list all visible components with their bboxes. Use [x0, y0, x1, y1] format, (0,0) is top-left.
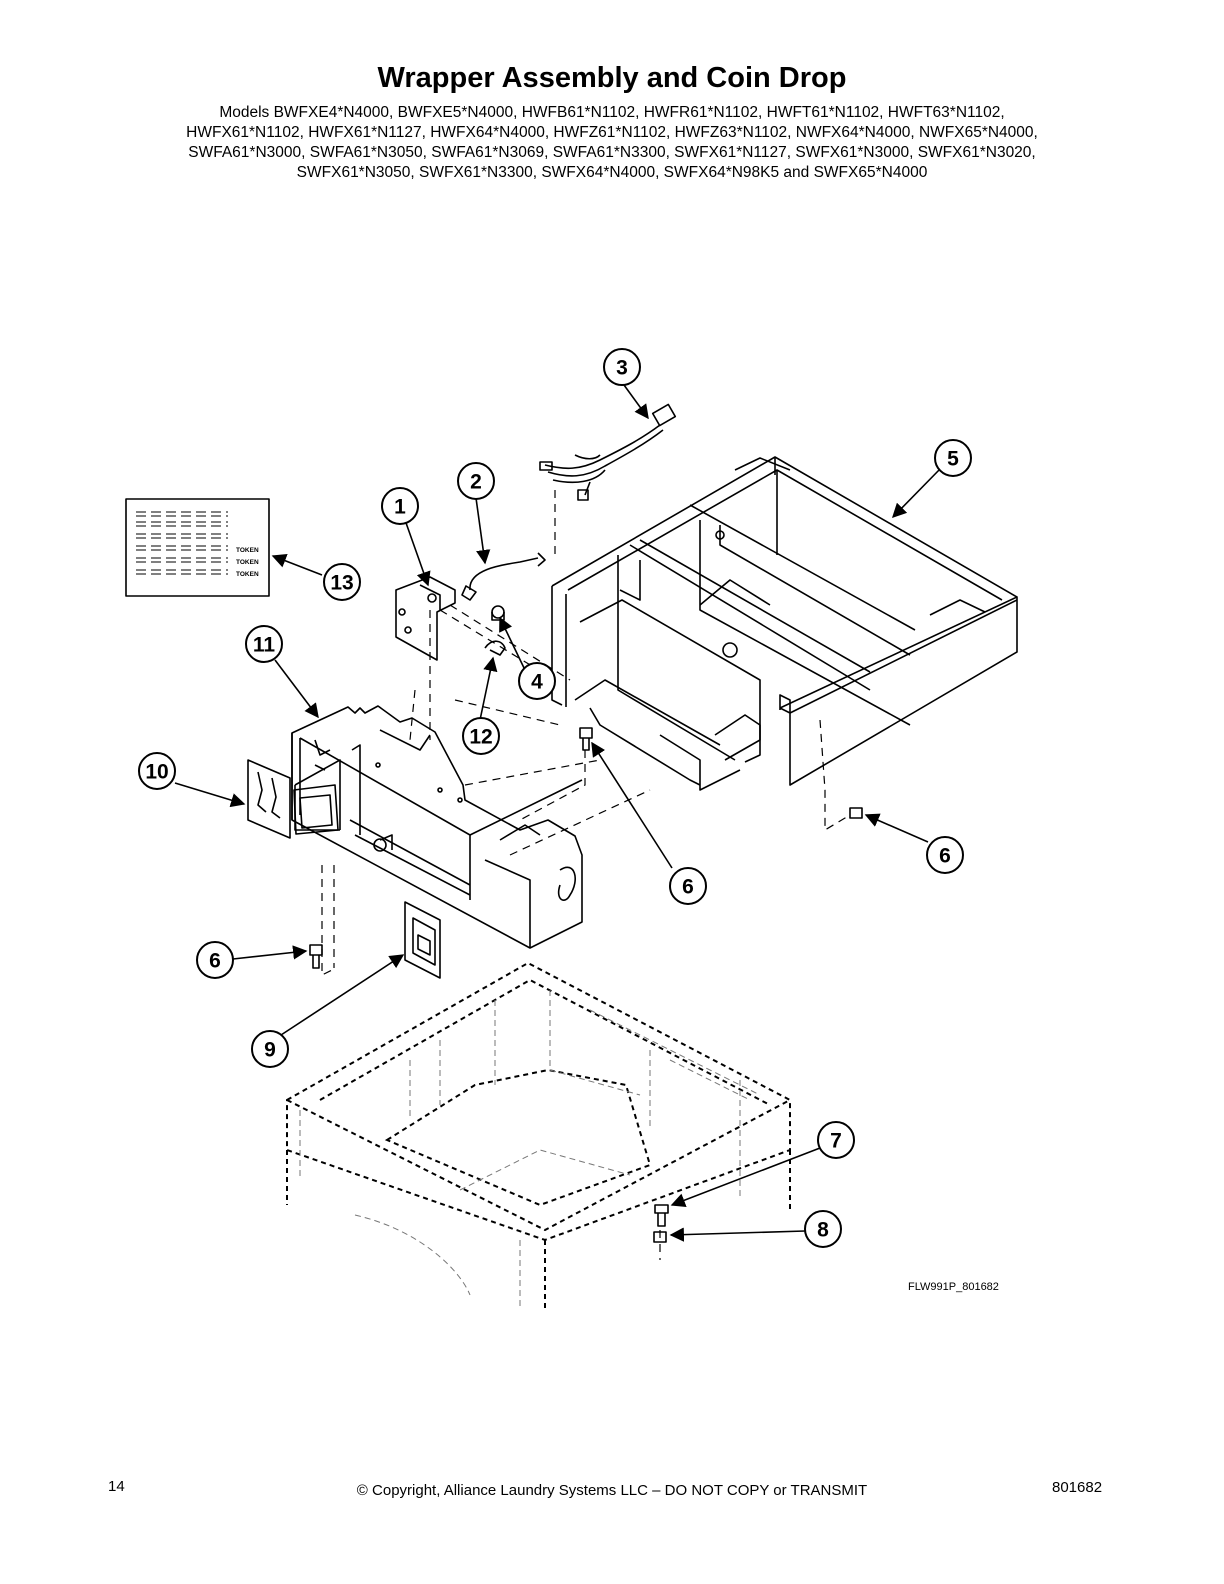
label-plate-drawing: [404, 901, 441, 979]
callout-8: 8: [804, 1210, 842, 1248]
callout-label: 5: [947, 448, 959, 471]
callout-9: 9: [251, 1030, 289, 1068]
token-text: TOKEN: [236, 547, 259, 554]
callout-label: 6: [939, 845, 951, 868]
callout-5: 5: [934, 439, 972, 477]
callout-circles: 3 2 1 5 13 11 4 12: [138, 348, 972, 1248]
callout-label: 13: [330, 572, 353, 595]
callout-label: 3: [616, 357, 628, 380]
page-number: 14: [108, 1478, 125, 1495]
wrapper-tray-drawing: [551, 456, 1018, 791]
callout-label: 9: [264, 1039, 276, 1062]
callout-4: 4: [518, 662, 556, 700]
callout-label: 12: [469, 726, 492, 749]
callout-2: 2: [457, 462, 495, 500]
figure-code: FLW991P_801682: [908, 1281, 999, 1293]
callout-6: 6: [926, 836, 964, 874]
callout-3: 3: [603, 348, 641, 386]
document-number: 801682: [1052, 1479, 1103, 1496]
callout-label: 2: [470, 471, 482, 494]
callout-6: 6: [196, 941, 234, 979]
wire-harness-drawing: [539, 403, 677, 501]
callout-11: 11: [245, 625, 283, 663]
callout-label: 11: [253, 634, 276, 657]
page-title: Wrapper Assembly and Coin Drop: [377, 62, 847, 94]
callout-6: 6: [669, 867, 707, 905]
leader-arrows: [174, 384, 942, 1242]
coin-drop-mechanism-drawing: [395, 576, 456, 661]
clip-and-nut-drawing: [484, 605, 506, 656]
callout-label: 7: [830, 1130, 842, 1153]
callout-10: 10: [138, 752, 176, 790]
callout-label: 1: [394, 496, 406, 519]
cabinet-inner-lines: [299, 990, 761, 1310]
models-list: Models BWFXE4*N4000, BWFXE5*N4000, HWFB6…: [60, 103, 1164, 183]
callout-12: 12: [462, 717, 500, 755]
callout-label: 6: [682, 876, 694, 899]
callout-label: 4: [531, 671, 543, 694]
token-text-group: TOKEN TOKEN TOKEN: [236, 547, 259, 578]
token-label-drawing: [125, 498, 270, 597]
callout-1: 1: [381, 487, 419, 525]
coin-drop-bracket-drawing: [291, 705, 583, 949]
callout-13: 13: [323, 563, 361, 601]
models-line: HWFX61*N1102, HWFX61*N1127, HWFX64*N4000…: [186, 124, 1038, 141]
copyright-notice: © Copyright, Alliance Laundry Systems LL…: [356, 1482, 868, 1499]
cable-drawing: [461, 552, 546, 601]
token-text: TOKEN: [236, 571, 259, 578]
screws-drawing: [309, 727, 863, 1243]
assembly-dash-lines: [321, 490, 851, 1260]
models-line: SWFA61*N3000, SWFA61*N3050, SWFA61*N3069…: [188, 144, 1036, 161]
callout-7: 7: [817, 1121, 855, 1159]
callout-label: 8: [817, 1219, 829, 1242]
callout-label: 10: [145, 761, 168, 784]
models-line: Models BWFXE4*N4000, BWFXE5*N4000, HWFB6…: [219, 104, 1005, 121]
coin-bezel-drawing: [247, 759, 339, 839]
models-line: SWFX61*N3050, SWFX61*N3300, SWFX64*N4000…: [296, 164, 928, 181]
callout-label: 6: [209, 950, 221, 973]
token-text: TOKEN: [236, 559, 259, 566]
cabinet-outline-drawing: [286, 961, 791, 1310]
